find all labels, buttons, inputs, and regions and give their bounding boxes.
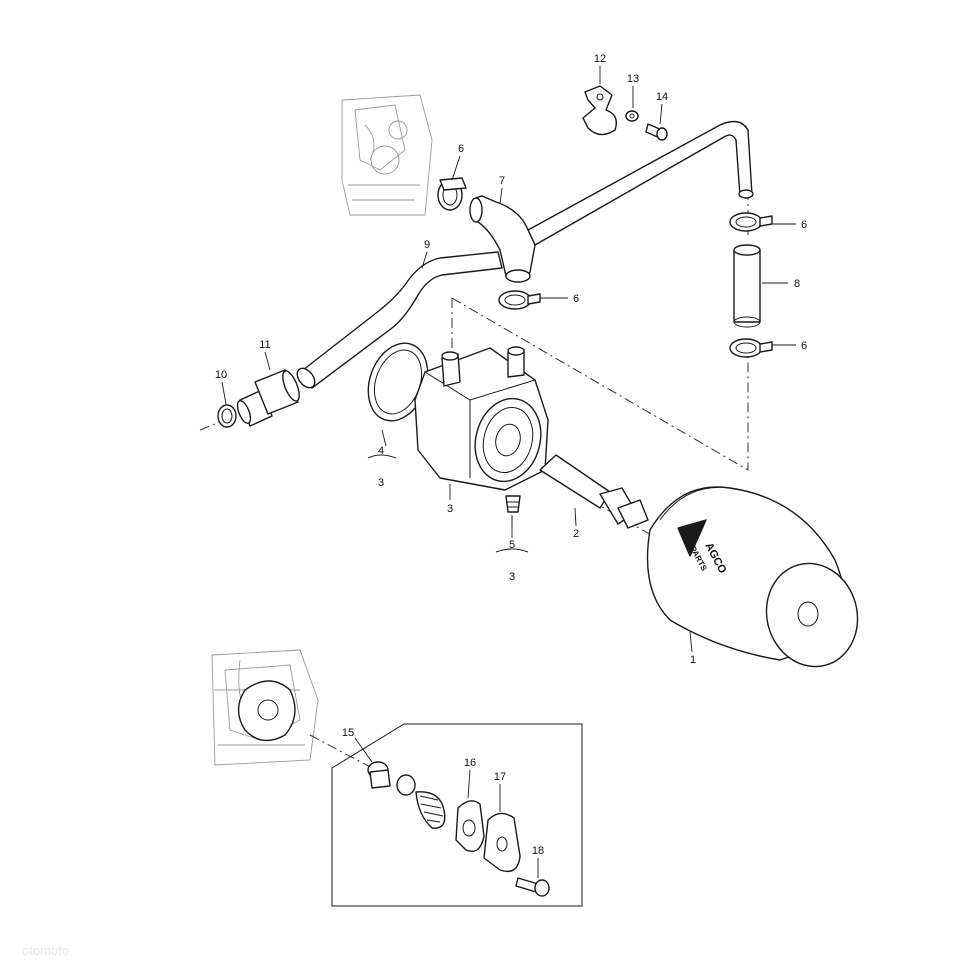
hose-part-8 bbox=[733, 244, 761, 328]
callout-6-c: 6 bbox=[801, 219, 807, 231]
washer-part-13 bbox=[625, 110, 639, 122]
gasket-part-16 bbox=[455, 800, 485, 853]
callout-3-a: 3 bbox=[378, 477, 384, 489]
callout-8: 8 bbox=[794, 278, 800, 290]
callout-18: 18 bbox=[532, 845, 544, 857]
screw-part-14 bbox=[645, 123, 668, 141]
callout-3-b: 3 bbox=[447, 503, 453, 515]
fitting-part-11 bbox=[236, 369, 300, 427]
hose-part-9 bbox=[296, 251, 503, 389]
clamp-part-6-d bbox=[729, 338, 773, 358]
clip-part-12 bbox=[582, 85, 618, 136]
callout-9: 9 bbox=[424, 239, 430, 251]
callout-10: 10 bbox=[215, 369, 227, 381]
callout-15: 15 bbox=[342, 727, 354, 739]
callout-6-d: 6 bbox=[801, 340, 807, 352]
plug-part-5 bbox=[505, 495, 521, 513]
callout-11: 11 bbox=[259, 339, 270, 351]
spring-valve-parts bbox=[396, 774, 446, 829]
pipe-part-7 bbox=[469, 120, 754, 283]
callout-3-c: 3 bbox=[509, 571, 515, 583]
clamp-part-6-c bbox=[729, 212, 773, 232]
callout-6-a: 6 bbox=[458, 143, 464, 155]
callout-12: 12 bbox=[594, 53, 606, 65]
callout-1: 1 bbox=[690, 654, 696, 666]
bolt-part-18 bbox=[515, 877, 550, 897]
callout-13: 13 bbox=[627, 73, 639, 85]
clamp-part-6-a bbox=[437, 177, 467, 211]
callout-7: 7 bbox=[499, 175, 505, 187]
valve-part-15 bbox=[367, 761, 391, 789]
callout-2: 2 bbox=[573, 528, 579, 540]
leader-lines bbox=[221, 66, 796, 878]
nipple-part-2 bbox=[539, 454, 649, 529]
engine-block-ghost-bottom bbox=[211, 649, 319, 766]
callout-5: 5 bbox=[509, 539, 515, 551]
cooler-part-3 bbox=[414, 346, 549, 491]
callout-labels: 12 13 14 6 7 6 9 8 6 11 6 10 4 3 3 2 5 3… bbox=[215, 53, 807, 857]
seal-part-10 bbox=[217, 404, 237, 428]
engine-block-ghost-top bbox=[341, 94, 433, 216]
callout-6-b: 6 bbox=[573, 293, 579, 305]
callout-4: 4 bbox=[378, 445, 384, 457]
cover-part-17 bbox=[483, 812, 521, 873]
callout-16: 16 bbox=[464, 757, 476, 769]
watermark: otomoto bbox=[22, 943, 69, 958]
filter-part-1: AGCO PARTS bbox=[646, 486, 859, 668]
clamp-part-6-b bbox=[498, 290, 541, 310]
callout-17: 17 bbox=[494, 771, 506, 783]
callout-14: 14 bbox=[656, 91, 668, 103]
valve-detail-box bbox=[331, 723, 583, 907]
